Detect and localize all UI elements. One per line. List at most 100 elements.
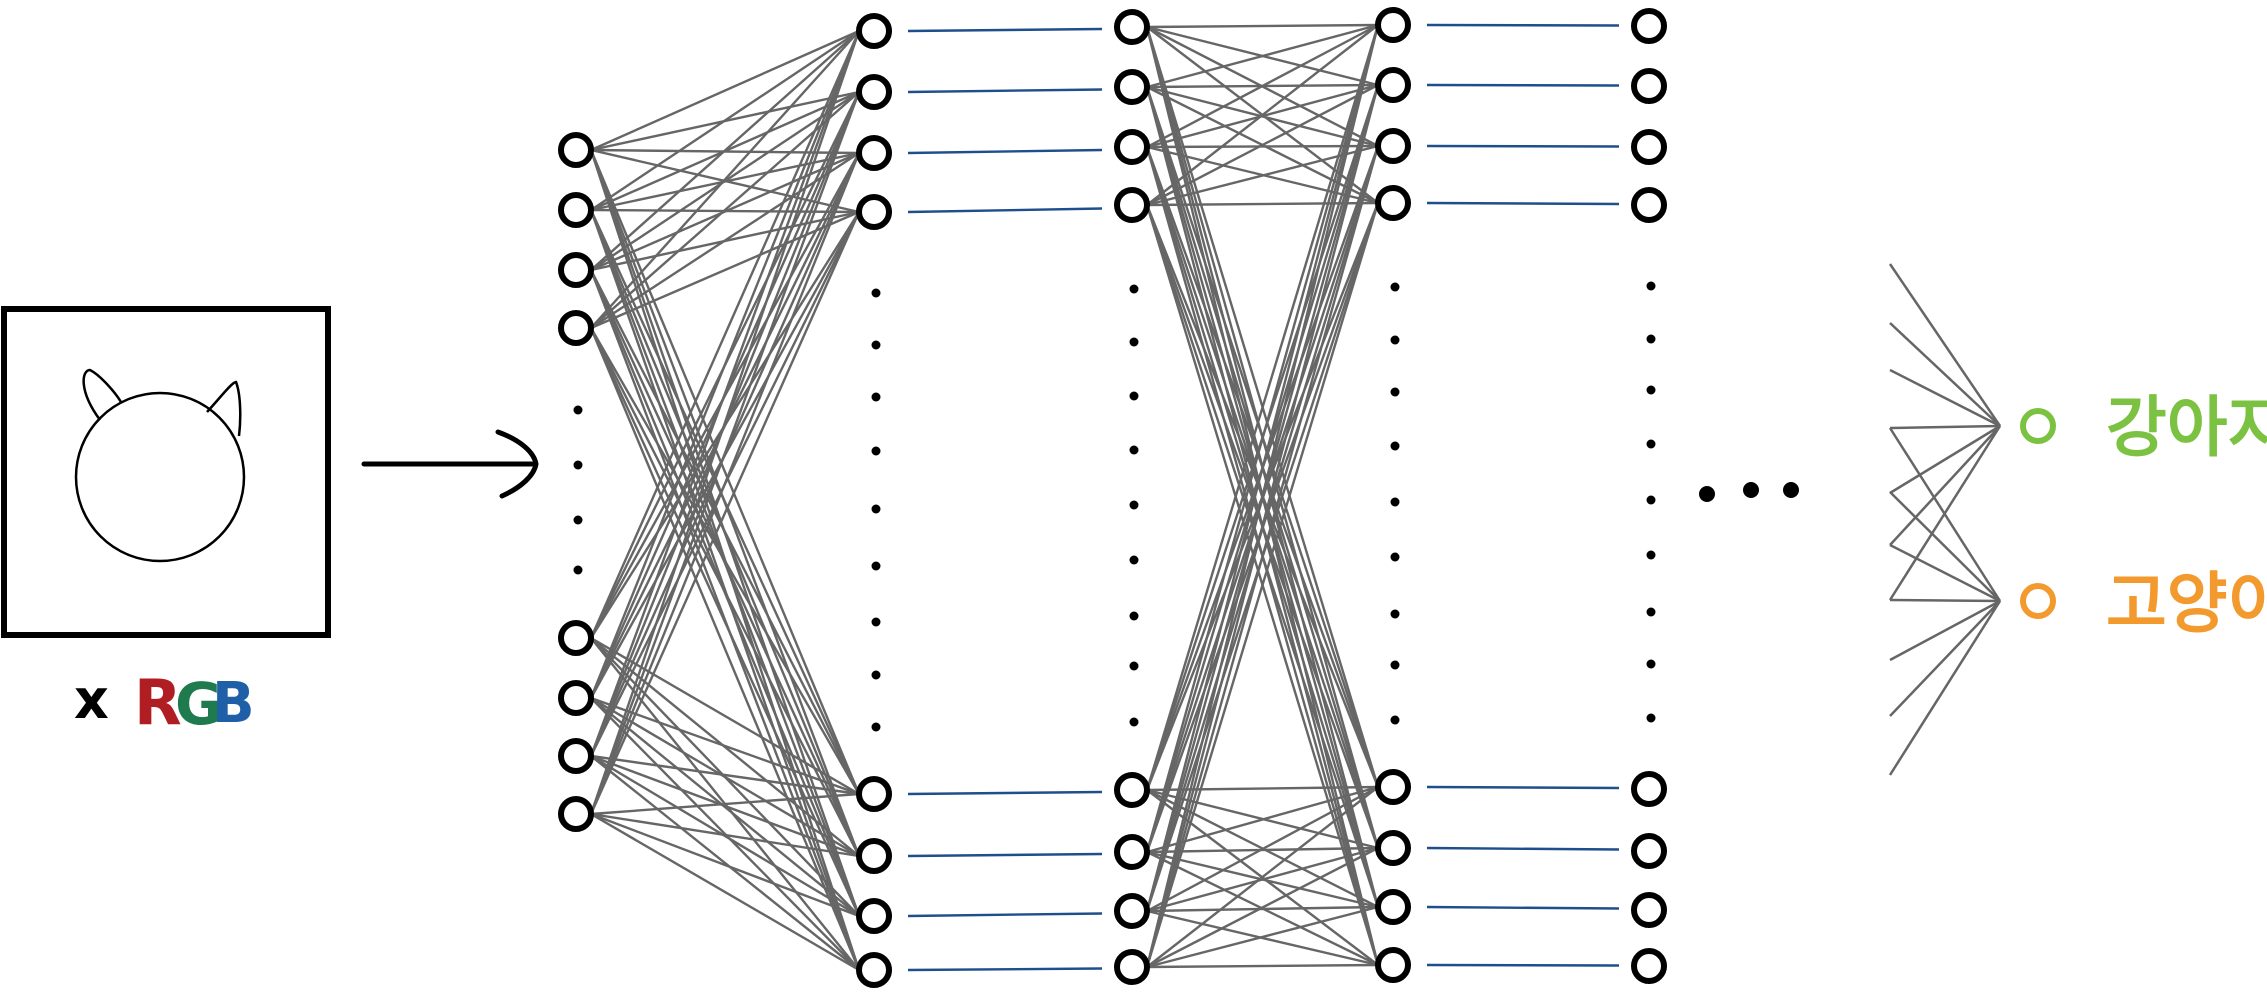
connection-line	[1146, 785, 1379, 913]
neuron-node	[856, 898, 892, 934]
ellipsis-dot	[1390, 660, 1400, 670]
skip-link-line	[907, 88, 1103, 94]
output-line-cat	[1888, 600, 2002, 776]
skip-link-line	[1426, 905, 1620, 910]
connection-line	[590, 792, 860, 816]
neuron-node	[1114, 949, 1150, 985]
connection-line	[1146, 905, 1379, 969]
neuron-node	[1375, 769, 1411, 805]
output-node-dog	[2020, 408, 2056, 444]
ellipsis-dot	[871, 288, 881, 298]
ellipsis-dot	[871, 561, 881, 571]
neuron-node	[1631, 187, 1667, 223]
output-connections	[1888, 263, 2002, 776]
skip-link-line	[907, 148, 1103, 155]
ellipsis-dot	[573, 565, 583, 575]
ellipsis-dot	[1646, 334, 1656, 344]
skip-link-line	[907, 852, 1103, 858]
ellipsis-dot	[1646, 281, 1656, 291]
skip-link-line	[1426, 23, 1620, 27]
connection-line	[589, 30, 861, 699]
neuron-node	[558, 192, 594, 228]
neuron-node	[1375, 128, 1411, 164]
ellipsis-dot	[1129, 391, 1139, 401]
channel-r: R	[134, 666, 182, 739]
input-image-frame	[1, 306, 331, 638]
ellipsis-dot	[1390, 609, 1400, 619]
ellipsis-dot	[1129, 284, 1139, 294]
input-caption: x R G B	[74, 666, 255, 739]
neuron-node	[558, 738, 594, 774]
output-line-dog	[1888, 263, 2002, 427]
connection-line	[1146, 144, 1379, 149]
ellipsis-dot	[1390, 715, 1400, 725]
neuron-node	[1631, 892, 1667, 928]
ellipsis-dot	[1390, 387, 1400, 397]
connection-line	[1146, 23, 1379, 29]
neuron-node	[1375, 7, 1411, 43]
connection-line	[1145, 145, 1380, 968]
ellipsis-dot	[1646, 495, 1656, 505]
output-line-dog	[1889, 368, 2001, 428]
input-image	[1, 306, 331, 638]
skip-link-line	[1426, 963, 1620, 967]
neuron-node	[1631, 948, 1667, 984]
output-label-cat: 고양이	[2106, 565, 2267, 642]
neuron-node	[1375, 185, 1411, 221]
connection-line	[1145, 24, 1380, 791]
connection-line	[589, 327, 861, 917]
connection-line	[590, 754, 860, 796]
nodes	[558, 7, 1667, 988]
neuron-node	[856, 952, 892, 988]
connection-line	[1146, 23, 1379, 149]
connections	[589, 23, 1380, 972]
skip-link-line	[1426, 785, 1620, 790]
neuron-node	[1114, 129, 1150, 165]
connection-line	[590, 30, 860, 271]
connection-line	[589, 30, 861, 639]
connection-line	[1146, 24, 1379, 206]
skip-link-line	[1426, 144, 1620, 148]
neuron-node	[1375, 67, 1411, 103]
neuron-node	[1114, 69, 1150, 105]
neuron-node	[558, 252, 594, 288]
output-line-cat	[1889, 599, 2001, 662]
output-line-dog	[1889, 424, 2001, 430]
channel-g: G	[175, 670, 223, 738]
connection-line	[589, 209, 861, 795]
neuron-node	[856, 776, 892, 812]
skip-links	[907, 23, 1620, 972]
ellipsis-dot	[871, 617, 881, 627]
ellipsis-dot	[573, 405, 583, 415]
ellipsis-dot	[1390, 552, 1400, 562]
output-line-dog	[1889, 425, 2001, 546]
ellipsis-dot	[871, 340, 881, 350]
ellipsis-dot	[1129, 611, 1139, 621]
neuron-node	[1114, 893, 1150, 929]
connection-line	[589, 269, 861, 795]
neuron-node	[856, 74, 892, 110]
ellipsis-dot	[1390, 335, 1400, 345]
connection-line	[589, 211, 861, 815]
ellipsis-dot	[1129, 500, 1139, 510]
connection-line	[589, 327, 861, 971]
neuron-node	[856, 13, 892, 49]
skip-link-line	[907, 912, 1103, 918]
neuron-node	[558, 310, 594, 346]
ellipsis-dot	[1646, 385, 1656, 395]
output-line-cat	[1889, 491, 2001, 602]
connection-line	[590, 30, 860, 329]
ellipsis-dot	[1129, 555, 1139, 565]
connection-line	[590, 29, 860, 152]
skip-link-line	[907, 207, 1103, 214]
connection-line	[590, 812, 860, 858]
ellipsis-dot	[1646, 607, 1656, 617]
connection-line	[590, 812, 860, 972]
connection-line	[1145, 202, 1380, 968]
neuron-node	[856, 194, 892, 230]
connection-line	[1146, 23, 1379, 89]
connection-line	[1146, 905, 1379, 913]
neuron-node	[1631, 771, 1667, 807]
output-label-dog: 강아지	[2106, 389, 2267, 466]
ellipsis-dot	[1646, 713, 1656, 723]
